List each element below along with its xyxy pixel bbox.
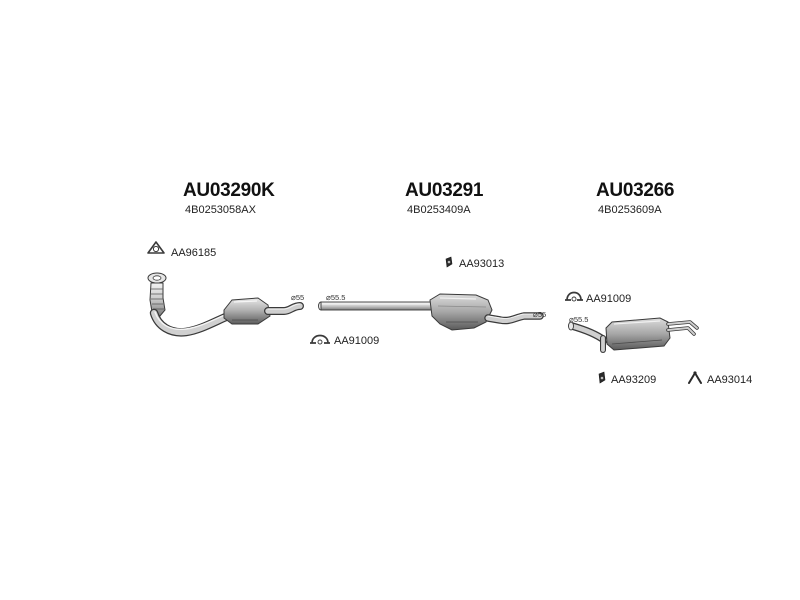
part-label-hanger-middle[interactable]: AA93013 [459, 258, 505, 270]
part-label-bracket-rear[interactable]: AA93014 [707, 374, 753, 386]
group-code-rear[interactable]: AU03266 [596, 180, 675, 201]
dimension-middle-outlet: ⌀55 [533, 310, 546, 319]
dimension-value: 55.5 [573, 315, 589, 324]
dimension-cat-outlet: ⌀55 [291, 293, 304, 302]
dimension-value: 55.5 [330, 293, 346, 302]
dimension-middle-inlet: ⌀55.5 [326, 293, 345, 302]
group-code-middle[interactable]: AU03291 [405, 180, 484, 201]
diameter-symbol-icon: ⌀ [533, 310, 538, 319]
front-pipe-assembly[interactable] [147, 272, 304, 337]
triangle-gasket-icon[interactable] [147, 241, 165, 254]
group-oem-middle: 4B0253409A [407, 204, 471, 216]
rubber-hanger-icon-rear[interactable] [598, 371, 606, 384]
diameter-symbol-icon: ⌀ [291, 293, 296, 302]
group-oem-rear: 4B0253609A [598, 204, 662, 216]
rear-silencer-assembly[interactable] [568, 317, 699, 353]
group-oem-front: 4B0253058AX [185, 204, 256, 216]
dimension-value: 55 [295, 293, 305, 302]
part-label-hanger-rear[interactable]: AA93209 [611, 374, 657, 386]
part-label-clamp-rear[interactable]: AA91009 [586, 293, 632, 305]
part-label-gasket[interactable]: AA96185 [171, 247, 217, 259]
part-label-clamp-front[interactable]: AA91009 [334, 335, 380, 347]
pipe-clamp-icon-front[interactable] [310, 334, 330, 345]
rubber-hanger-icon[interactable] [445, 256, 453, 268]
dimension-value: 55 [537, 310, 547, 319]
middle-silencer-assembly[interactable] [318, 293, 544, 331]
diameter-symbol-icon: ⌀ [569, 315, 574, 324]
mounting-bracket-icon[interactable] [688, 371, 702, 384]
pipe-clamp-icon-rear[interactable] [565, 291, 583, 302]
diameter-symbol-icon: ⌀ [326, 293, 331, 302]
dimension-rear-inlet: ⌀55.5 [569, 315, 588, 324]
group-code-front[interactable]: AU03290K [183, 180, 275, 201]
